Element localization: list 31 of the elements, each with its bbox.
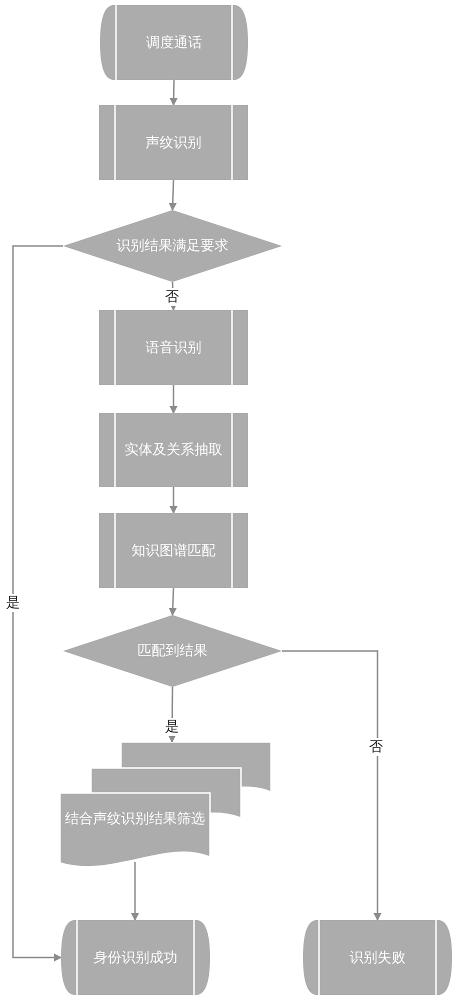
node-label: 匹配到结果: [138, 642, 208, 661]
arrow: [12, 245, 63, 962]
decision-diamond: [63, 615, 282, 687]
node-label: 调度通话: [146, 34, 202, 52]
terminal-shape: [303, 920, 452, 995]
arrow: [168, 588, 177, 616]
decision-diamond: [63, 210, 282, 282]
node-label: 身份识别成功: [94, 948, 178, 968]
process-box: [99, 413, 248, 487]
process-box: [99, 105, 248, 180]
edge-label: 是: [4, 594, 22, 612]
node-label: 语音识别: [146, 338, 202, 358]
arrow: [168, 180, 177, 211]
arrow: [170, 80, 178, 106]
edge-label: 否: [367, 738, 385, 756]
node-label: 识别结果满足要求: [116, 237, 228, 256]
node-label: 结合声纹识别结果筛选: [65, 810, 205, 829]
node-label: 声纹识别: [146, 134, 202, 152]
arrow: [170, 487, 178, 514]
node-label: 识别失败: [350, 948, 406, 968]
arrow: [282, 650, 382, 921]
process-box: [99, 513, 248, 588]
node-label: 知识图谱匹配: [132, 542, 216, 560]
edge-label: 是: [163, 718, 181, 736]
process-box: [99, 310, 248, 385]
arrow: [131, 862, 139, 921]
node-label: 实体及关系抽取: [124, 441, 222, 460]
arrow: [170, 385, 178, 414]
edge-label: 否: [163, 288, 181, 306]
terminal-shape: [61, 920, 210, 995]
terminal-shape: [100, 5, 248, 80]
